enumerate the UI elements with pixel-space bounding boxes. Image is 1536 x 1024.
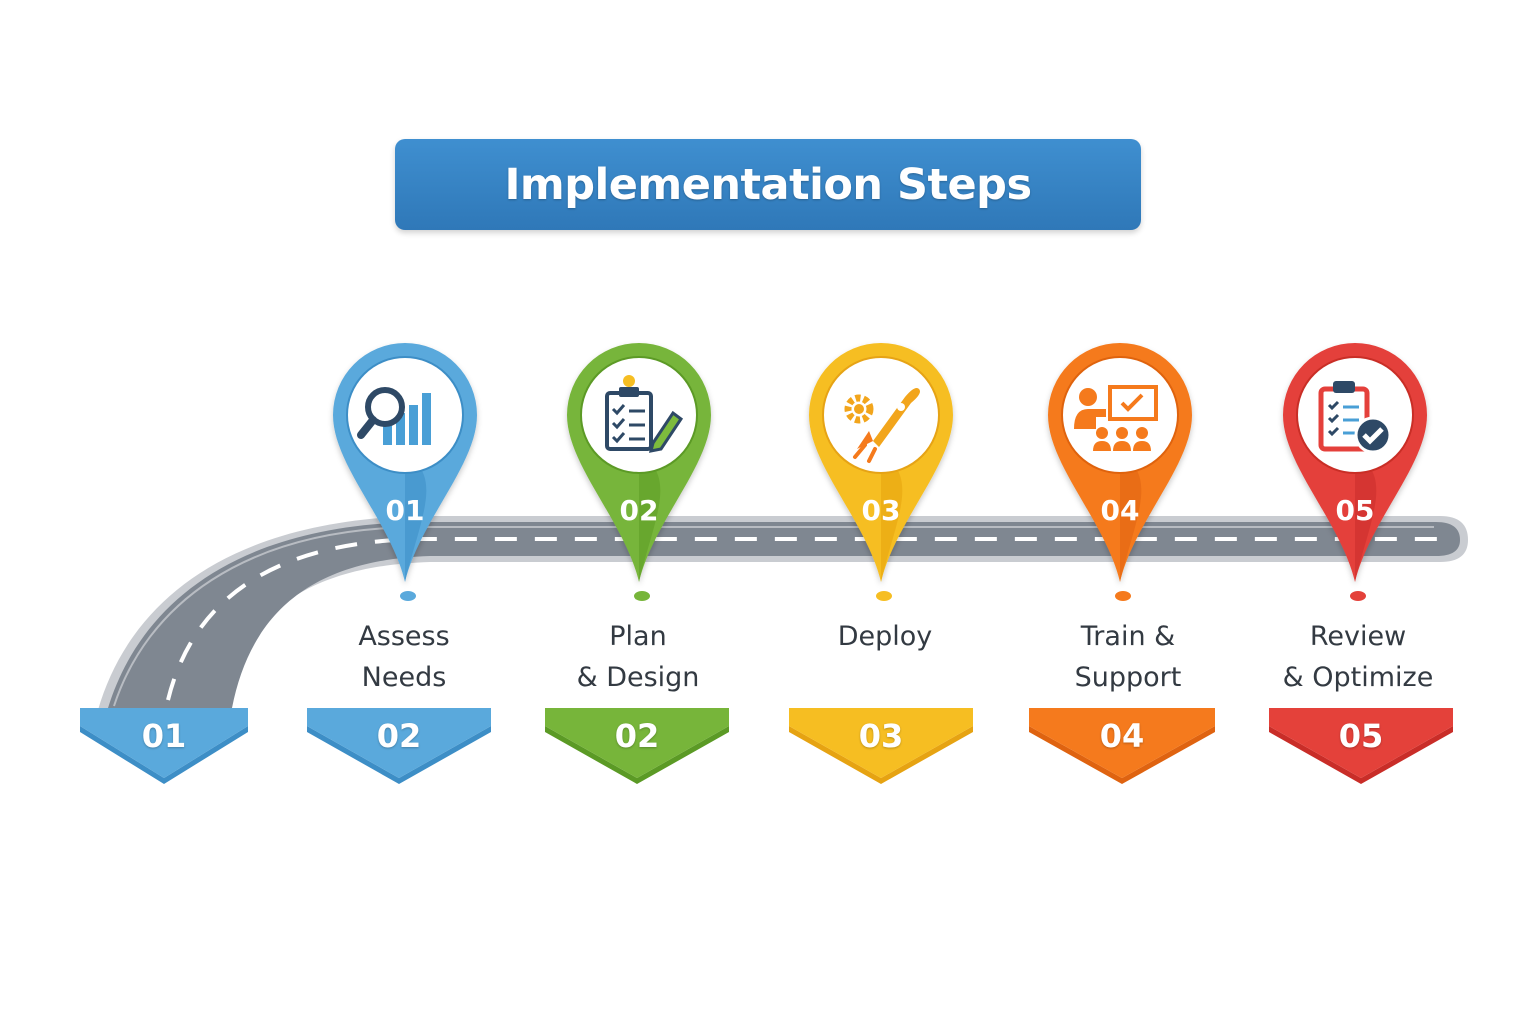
map-pin: 04 bbox=[1048, 343, 1192, 582]
pin-shade bbox=[639, 455, 661, 582]
flag-number: 02 bbox=[614, 717, 660, 755]
step-flag: 02 bbox=[307, 708, 491, 784]
step-label-line2: Support bbox=[1074, 662, 1182, 693]
road-edge-line bbox=[113, 526, 1434, 707]
pin-ground-dot bbox=[400, 591, 416, 601]
flag-shape bbox=[307, 708, 491, 784]
step-label-line1: Deploy bbox=[837, 621, 933, 652]
step-label-line2: & Optimize bbox=[1282, 662, 1434, 693]
flag-number: 04 bbox=[1099, 717, 1145, 755]
step-label-line1: Train & bbox=[1080, 621, 1176, 652]
step-flag: 03 bbox=[789, 708, 973, 784]
pin-shade bbox=[1120, 455, 1142, 582]
analytics-magnifier-icon bbox=[357, 387, 431, 445]
flag-shape bbox=[1269, 708, 1453, 784]
title-banner: Implementation Steps bbox=[395, 139, 1141, 230]
pin-number: 05 bbox=[1336, 494, 1375, 527]
map-pin: 02 bbox=[567, 343, 711, 582]
flag-shape bbox=[80, 708, 248, 784]
training-presentation-icon bbox=[1074, 385, 1158, 451]
flag-shape bbox=[789, 708, 973, 784]
pin-number: 01 bbox=[386, 494, 425, 527]
step-label-line1: Assess bbox=[358, 621, 450, 652]
step-label-train-support: Train & Support bbox=[1008, 616, 1248, 698]
pin-number: 03 bbox=[862, 494, 901, 527]
flag-shape bbox=[545, 708, 729, 784]
flag-shape bbox=[1029, 708, 1215, 784]
step-label-line1: Review bbox=[1309, 621, 1407, 652]
flag-number: 05 bbox=[1338, 717, 1384, 755]
step-label-plan-design: Plan & Design bbox=[518, 616, 758, 698]
step-label-review-optimize: Review & Optimize bbox=[1238, 616, 1478, 698]
step-label-assess-needs: Assess Needs bbox=[284, 616, 524, 698]
step-flag: 01 bbox=[80, 708, 248, 784]
step-label-line2: Needs bbox=[361, 662, 447, 693]
pin-number: 02 bbox=[620, 494, 659, 527]
review-clipboard-check-icon bbox=[1318, 381, 1392, 454]
step-label-deploy: Deploy bbox=[765, 616, 1005, 657]
flag-number: 02 bbox=[376, 717, 422, 755]
pin-shade bbox=[405, 455, 427, 582]
flag-number: 01 bbox=[141, 717, 187, 755]
pin-shade bbox=[881, 455, 903, 582]
road-surface bbox=[108, 522, 1460, 708]
step-flag: 02 bbox=[545, 708, 729, 784]
pin-ground-dot bbox=[1115, 591, 1131, 601]
pin-icon-disc bbox=[822, 356, 940, 474]
pin-ground-dot bbox=[634, 591, 650, 601]
step-flag: 04 bbox=[1029, 708, 1215, 784]
step-flag: 05 bbox=[1269, 708, 1453, 784]
map-pin: 05 bbox=[1283, 343, 1427, 582]
step-label-line1: Plan bbox=[609, 621, 667, 652]
pin-shade bbox=[1355, 455, 1377, 582]
map-pin: 03 bbox=[809, 343, 953, 582]
rocket-gear-icon bbox=[844, 388, 920, 463]
diagram-title: Implementation Steps bbox=[504, 159, 1032, 210]
map-pin: 01 bbox=[333, 343, 477, 582]
flag-number: 03 bbox=[858, 717, 904, 755]
step-label-line2: & Design bbox=[576, 662, 700, 693]
checklist-plan-icon bbox=[605, 375, 684, 453]
pin-number: 04 bbox=[1101, 494, 1140, 527]
pin-ground-dot bbox=[1350, 591, 1366, 601]
road-center-dashes bbox=[166, 537, 1440, 701]
pin-ground-dot bbox=[876, 591, 892, 601]
